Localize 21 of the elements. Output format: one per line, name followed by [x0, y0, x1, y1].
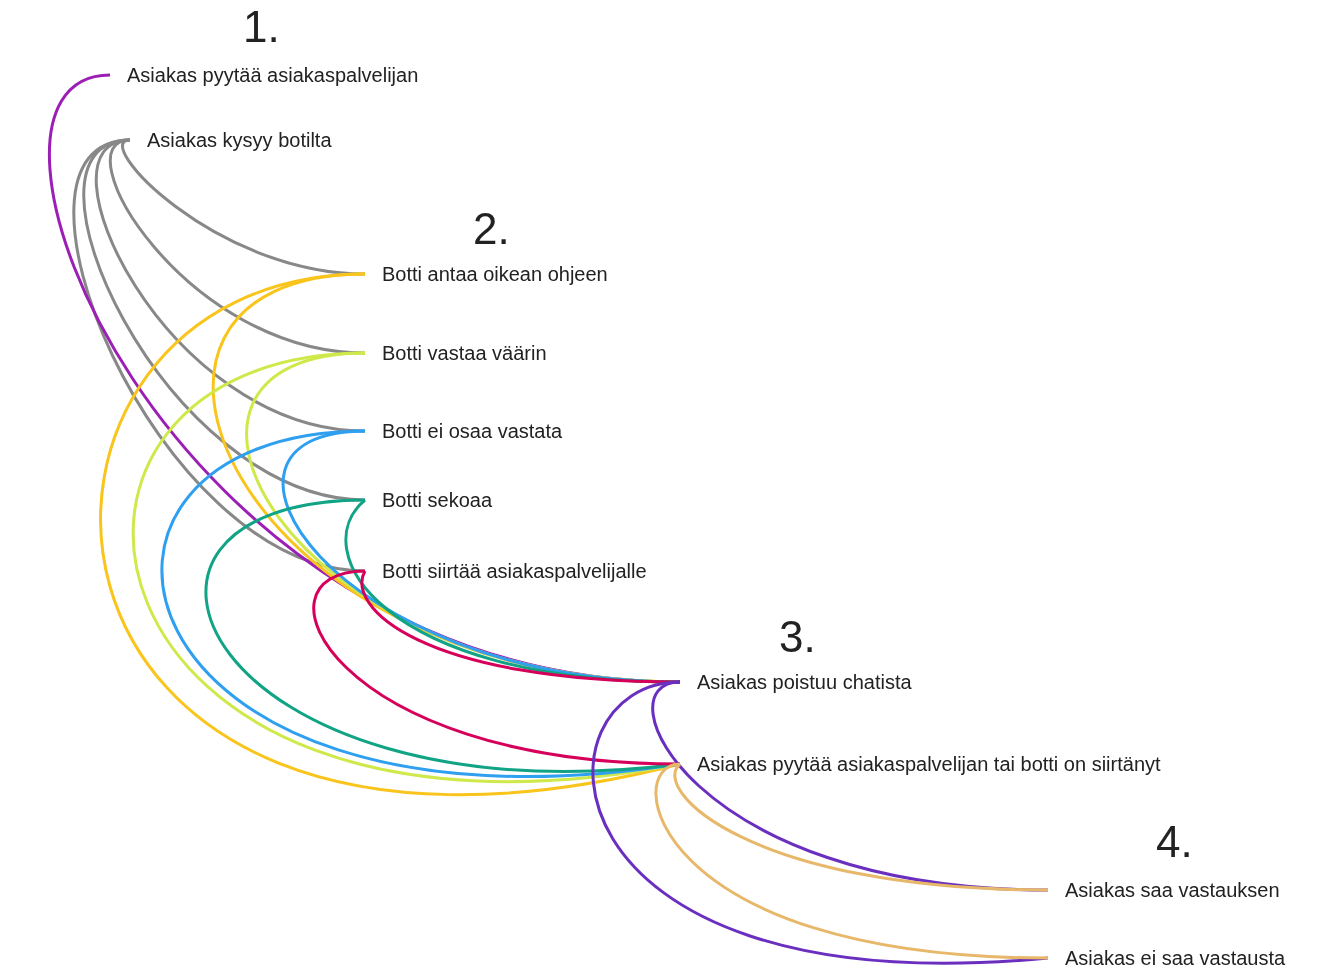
node-label: Asiakas pyytää asiakaspalvelijan tai botti on siirtänyt: [680, 752, 1161, 776]
connector-curve: [72, 138, 366, 573]
connector-curve: [673, 763, 1049, 892]
connector-curve: [313, 569, 681, 766]
step-number: 2.: [473, 206, 510, 252]
connector-curve: [592, 680, 1049, 965]
node-label: Botti ei osaa vastata: [365, 419, 563, 443]
step-number: 1.: [243, 4, 280, 50]
node-label: Asiakas poistuu chatista: [680, 670, 912, 694]
node-label: Botti vastaa väärin: [365, 341, 547, 365]
connector-curve: [360, 570, 681, 684]
step-number: 3.: [779, 614, 816, 660]
node-label: Botti antaa oikean ohjeen: [365, 262, 608, 286]
node-label: Botti sekoaa: [365, 488, 493, 512]
node-label: Asiakas kysyy botilta: [130, 128, 332, 152]
node-label: Asiakas ei saa vastausta: [1048, 946, 1286, 970]
node-label: Botti siirtää asiakaspalvelijalle: [365, 559, 647, 583]
node-label: Asiakas pyytää asiakaspalvelijan: [110, 63, 419, 87]
step-number: 4.: [1156, 819, 1193, 865]
connector-curve: [654, 762, 1049, 960]
node-label: Asiakas saa vastauksen: [1048, 878, 1280, 902]
